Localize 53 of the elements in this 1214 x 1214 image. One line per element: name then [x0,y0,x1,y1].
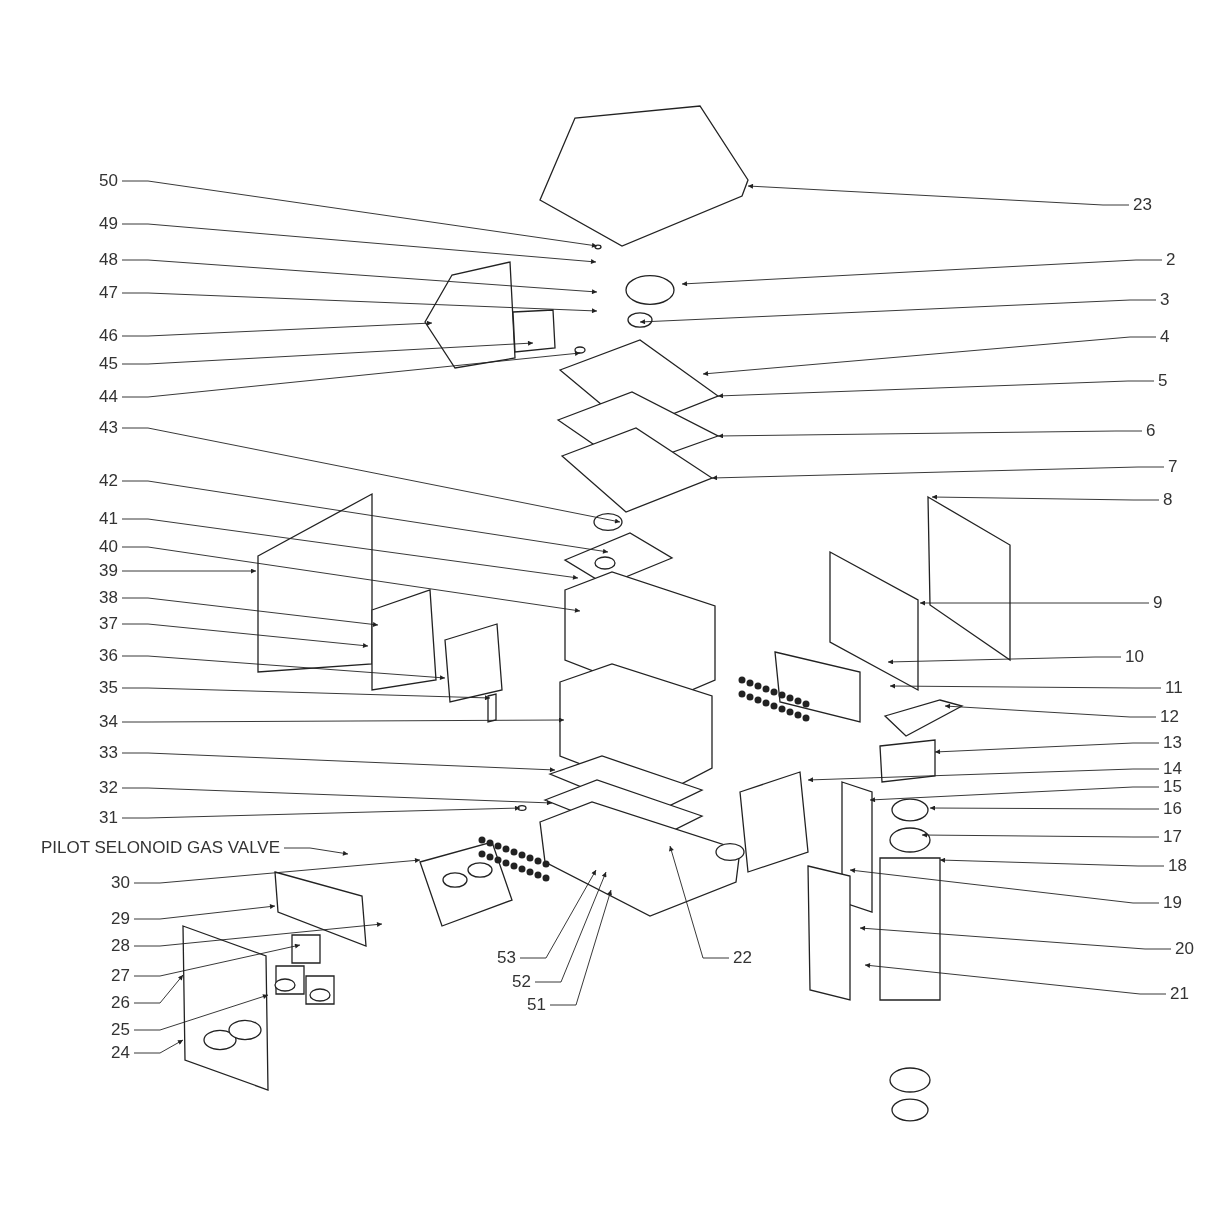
callout-number: 15 [1163,777,1182,797]
callout-number: 52 [512,972,531,992]
callout-number: 53 [497,948,516,968]
callout-number: 35 [99,678,118,698]
callout-number: 42 [99,471,118,491]
callout-number: 33 [99,743,118,763]
callout-number: 29 [111,909,130,929]
callout-number: 51 [527,995,546,1015]
callout-number: 9 [1153,593,1163,613]
callout-number: 25 [111,1020,130,1040]
callout-number: 39 [99,561,118,581]
callout-number: 4 [1160,327,1170,347]
callout-number: 32 [99,778,118,798]
callout-number: 23 [1133,195,1152,215]
callout-number: 46 [99,326,118,346]
callout-number: 26 [111,993,130,1013]
callout-number: 45 [99,354,118,374]
callout-number: 13 [1163,733,1182,753]
callout-number: 40 [99,537,118,557]
callout-number: 44 [99,387,118,407]
callout-number: 11 [1165,678,1183,698]
callout-number: 19 [1163,893,1182,913]
callout-number: 3 [1160,290,1170,310]
callout-number: 36 [99,646,118,666]
callout-number: 31 [99,808,118,828]
callout-number: 30 [111,873,130,893]
callout-number: 18 [1168,856,1187,876]
callout-number: 17 [1163,827,1182,847]
callout-number: 37 [99,614,118,634]
callout-number: 24 [111,1043,130,1063]
callout-number: 43 [99,418,118,438]
callout-number: 48 [99,250,118,270]
callout-number: 28 [111,936,130,956]
callout-number: 12 [1160,707,1179,727]
part-label: PILOT SELONOID GAS VALVE [40,838,280,858]
callout-number: 21 [1170,984,1189,1004]
callout-number: 50 [99,171,118,191]
callout-number: 6 [1146,421,1156,441]
callout-number: 49 [99,214,118,234]
callout-number: 2 [1166,250,1176,270]
callout-number: 20 [1175,939,1194,959]
callout-number: 14 [1163,759,1182,779]
callout-number: 27 [111,966,130,986]
callout-number: 5 [1158,371,1168,391]
callout-number: 38 [99,588,118,608]
callout-number: 47 [99,283,118,303]
callout-number: 16 [1163,799,1182,819]
callout-number: 34 [99,712,118,732]
callout-number: 8 [1163,490,1173,510]
callout-number: 22 [733,948,752,968]
callout-number: 10 [1125,647,1144,667]
callout-number: 41 [99,509,118,529]
callout-number: 7 [1168,457,1178,477]
